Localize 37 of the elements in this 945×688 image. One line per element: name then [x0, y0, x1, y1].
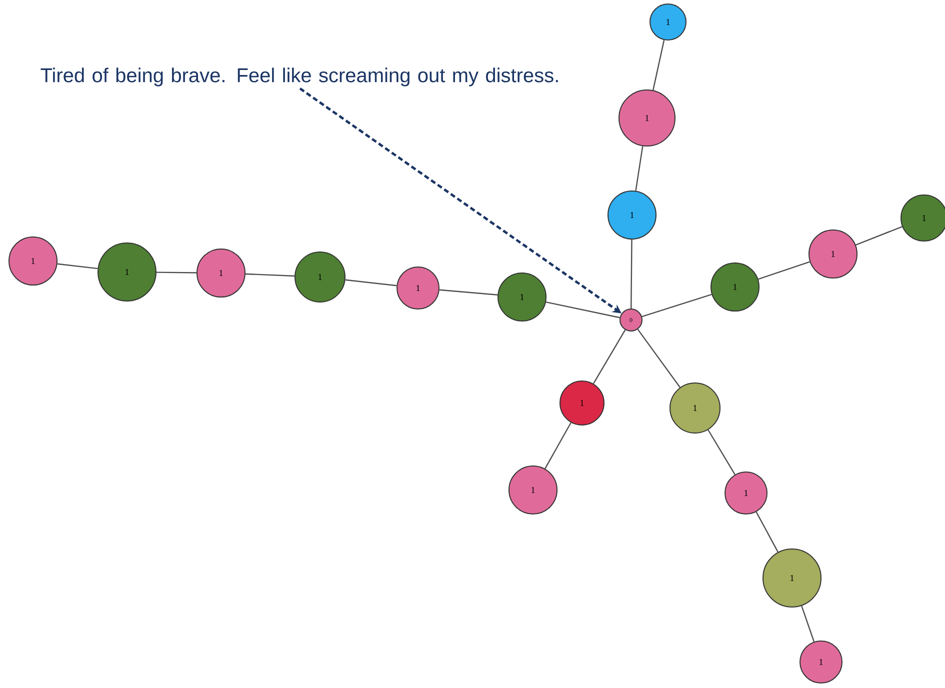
graph-node: 1 [8, 236, 58, 286]
graph-edge [708, 430, 736, 475]
graph-node: 1 [508, 466, 558, 514]
graph-edge [758, 261, 810, 280]
graph-node: 1 [196, 248, 246, 298]
graph-node: 1 [98, 242, 156, 302]
graph-edge [635, 146, 644, 191]
graph-edge [439, 289, 498, 296]
graph-node: 1 [650, 4, 686, 40]
graph-node: 1 [498, 272, 546, 322]
graph-node: 1 [710, 262, 760, 312]
annotation-text: Tired of being brave. Feel like screaming out my distress. [40, 68, 558, 86]
graph-edge [156, 272, 197, 274]
graph-edge [756, 512, 778, 552]
graph-edge [592, 330, 626, 384]
graph-node: 1 [724, 472, 768, 514]
graph-edge [57, 263, 98, 270]
graph-edge [801, 606, 815, 642]
graph-edge [546, 301, 620, 318]
graph-node: 1 [900, 194, 945, 242]
graph-edge [630, 240, 632, 309]
graph-node: 1 [808, 230, 858, 278]
graph-edge [652, 40, 665, 90]
graph-edge [637, 328, 680, 388]
graph-edge [245, 273, 295, 277]
graph-node: 1 [800, 640, 842, 684]
graph-edge [856, 226, 902, 246]
graph-node: 1 [762, 548, 822, 608]
graph-node: 1 [608, 190, 656, 240]
graph-node: 1 [670, 382, 720, 434]
graph-node: 1 [618, 90, 676, 146]
graph-node: 1 [294, 252, 346, 302]
graph-node: 1 [396, 266, 440, 310]
graph-edge [642, 294, 712, 318]
graph-edge [544, 422, 572, 469]
graph-node: 1 [560, 380, 604, 426]
graph-edge [345, 279, 397, 286]
